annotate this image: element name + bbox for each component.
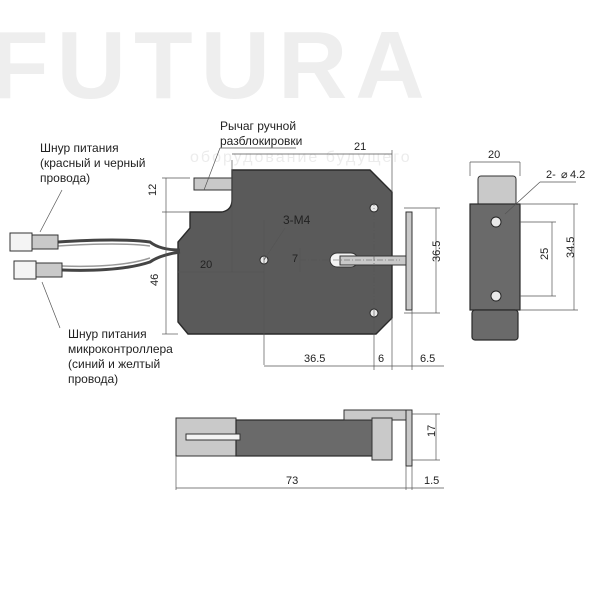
side-hole-top bbox=[490, 216, 502, 228]
label-holes: 2- bbox=[546, 169, 556, 181]
svg-text:25: 25 bbox=[539, 248, 551, 260]
bottom-view: 73 1.5 17 bbox=[175, 409, 444, 490]
svg-text:12: 12 bbox=[147, 184, 159, 196]
svg-text:Шнур питания: Шнур питания bbox=[68, 327, 147, 341]
latch-plate bbox=[405, 211, 413, 311]
svg-text:20: 20 bbox=[488, 149, 500, 161]
svg-text:провода): провода) bbox=[40, 171, 90, 185]
svg-text:36.5: 36.5 bbox=[431, 241, 443, 262]
svg-text:Рычаг ручной: Рычаг ручной bbox=[220, 119, 296, 133]
svg-text:Шнур питания: Шнур питания bbox=[40, 141, 119, 155]
side-hole-bottom bbox=[490, 290, 502, 302]
svg-text:микроконтроллера: микроконтроллера bbox=[68, 342, 173, 356]
svg-text:(красный и черный: (красный и черный bbox=[40, 156, 145, 170]
svg-text:6: 6 bbox=[378, 353, 384, 365]
label-release-lever: Рычаг ручной разблокировки bbox=[220, 119, 302, 148]
watermark-brand: FUTURA bbox=[0, 12, 433, 119]
svg-text:4.2: 4.2 bbox=[570, 169, 585, 181]
front-dimensions: 12 46 20 7 21 36.5 36.5 6 6.5 bbox=[147, 141, 444, 370]
cables bbox=[9, 232, 181, 280]
lock-body bbox=[177, 169, 393, 335]
svg-text:36.5: 36.5 bbox=[304, 353, 325, 365]
front-view bbox=[177, 169, 413, 335]
watermark-slogan: оборудование будущего bbox=[190, 149, 412, 166]
svg-text:(синий и желтый: (синий и желтый bbox=[68, 357, 160, 371]
release-lever-rod bbox=[193, 177, 235, 191]
svg-text:провода): провода) bbox=[68, 372, 118, 386]
leaders bbox=[39, 147, 296, 329]
svg-text:7: 7 bbox=[292, 253, 298, 265]
label-power-cable: Шнур питания (красный и черный провода) bbox=[40, 141, 145, 185]
svg-text:6.5: 6.5 bbox=[420, 353, 435, 365]
mcu-connector bbox=[13, 260, 37, 280]
svg-text:20: 20 bbox=[200, 259, 212, 271]
svg-text:1.5: 1.5 bbox=[424, 475, 439, 487]
svg-text:разблокировки: разблокировки bbox=[220, 134, 302, 148]
svg-text:17: 17 bbox=[426, 425, 438, 437]
svg-text:21: 21 bbox=[354, 141, 366, 153]
svg-text:73: 73 bbox=[286, 475, 298, 487]
svg-text:⌀: ⌀ bbox=[561, 169, 568, 181]
side-view: 20 2- ⌀ 4.2 25 34.5 bbox=[469, 149, 585, 341]
latch-bolt bbox=[339, 255, 411, 266]
label-mcu-cable: Шнур питания микроконтроллера (синий и ж… bbox=[68, 327, 173, 386]
power-connector bbox=[9, 232, 33, 252]
svg-text:34.5: 34.5 bbox=[565, 237, 577, 258]
label-thread: 3-M4 bbox=[283, 213, 311, 227]
svg-text:46: 46 bbox=[149, 274, 161, 286]
